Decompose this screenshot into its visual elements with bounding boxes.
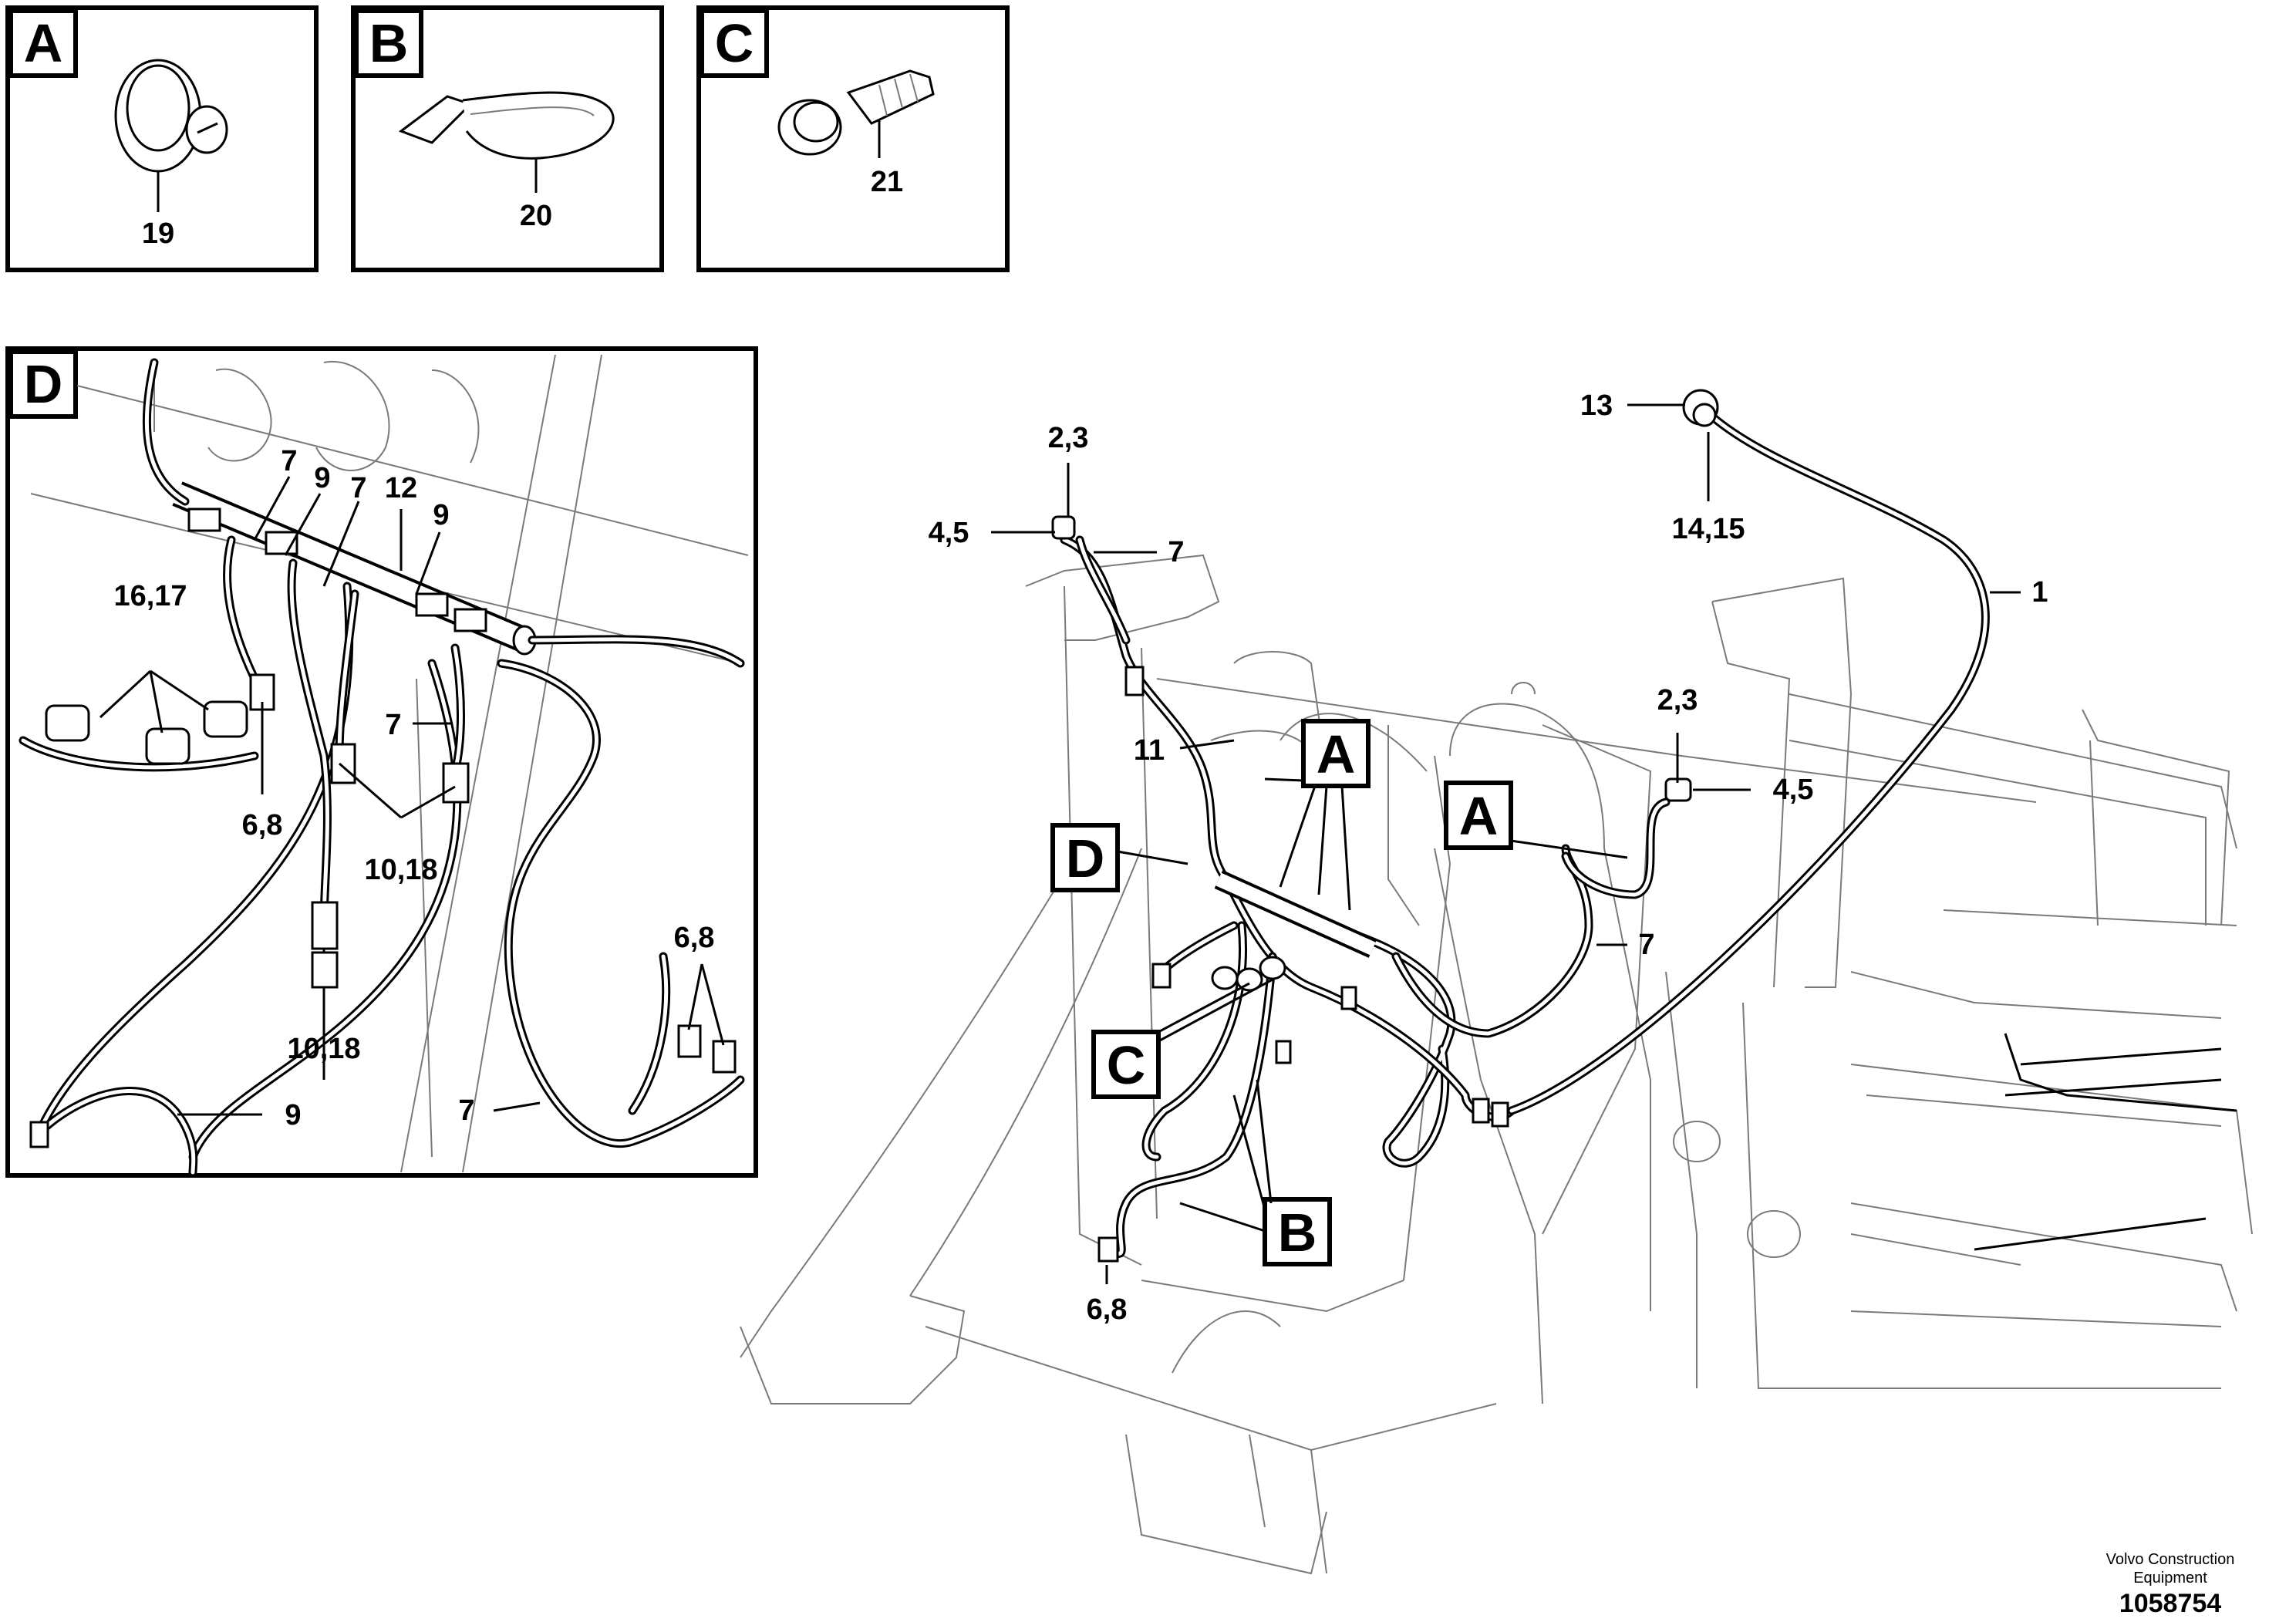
- part-label-21: 21: [871, 166, 903, 198]
- main-view-connectors: [1051, 389, 1719, 1263]
- callout-tag-b: B: [1179, 1079, 1332, 1266]
- label-1: 1: [2031, 576, 2048, 609]
- callout-tag-a-1: A: [1264, 719, 1371, 911]
- d-label-9b: 9: [433, 499, 449, 531]
- detail-box-a: A 19: [5, 5, 319, 272]
- callout-tag-a-2: A: [1444, 781, 1628, 859]
- drawing-number: 1058754: [2119, 1589, 2222, 1618]
- d-label-7c: 7: [385, 709, 401, 741]
- company-credit-line-1: Volvo Construction: [2106, 1551, 2235, 1568]
- main-view: A A D C B 2,3: [740, 389, 2253, 1575]
- d-label-12: 12: [385, 472, 417, 504]
- frame-background-outline: [30, 354, 749, 1173]
- label-6-8: 6,8: [1087, 1293, 1128, 1326]
- d-label-10-18a: 10,18: [364, 854, 437, 886]
- label-2-3-top: 2,3: [1048, 422, 1089, 454]
- flange-screw-icon: [777, 69, 935, 156]
- detail-box-c-letter: C: [715, 13, 754, 73]
- detail-box-a-letter: A: [24, 13, 63, 73]
- detail-box-b-letter: B: [369, 13, 409, 73]
- harness-conduit: [1214, 870, 1377, 958]
- d-label-9c: 9: [285, 1099, 301, 1131]
- d-label-7d: 7: [458, 1094, 474, 1127]
- detail-box-c: C 21: [696, 5, 1010, 272]
- label-13: 13: [1580, 389, 1613, 422]
- steps-and-rear-frame: [1665, 577, 2253, 1389]
- hose-clamp-icon: [114, 59, 228, 173]
- detail-box-d-letter: D: [24, 354, 63, 414]
- d-label-6-8b: 6,8: [674, 922, 715, 954]
- loader-front-frame: [740, 554, 2037, 1575]
- part-label-20: 20: [520, 200, 552, 232]
- part-label-19: 19: [142, 218, 174, 250]
- d-label-10-18b: 10,18: [287, 1033, 360, 1065]
- label-4-5-right: 4,5: [1773, 774, 1814, 806]
- d-label-6-8a: 6,8: [242, 809, 283, 841]
- callout-tag-b-letter: B: [1278, 1202, 1317, 1263]
- d-label-16-17: 16,17: [113, 580, 187, 612]
- d-label-7a: 7: [281, 445, 297, 477]
- sensor-connector: [29, 508, 737, 1148]
- label-14-15: 14,15: [1671, 513, 1745, 545]
- label-7-right: 7: [1638, 929, 1654, 961]
- company-credit-line-2: Equipment: [2133, 1570, 2207, 1587]
- callout-tag-d: D: [1050, 823, 1188, 892]
- label-2-3-right: 2,3: [1657, 684, 1698, 717]
- callout-tag-d-letter: D: [1066, 828, 1105, 889]
- detail-box-d: D: [5, 346, 758, 1178]
- callout-tag-c-letter: C: [1107, 1035, 1146, 1095]
- company-credit: Volvo Construction Equipment: [2089, 1550, 2251, 1587]
- d-label-9a: 9: [314, 462, 330, 494]
- label-7-top: 7: [1168, 536, 1184, 568]
- cable-tie-icon: [398, 91, 615, 160]
- label-11: 11: [1134, 734, 1165, 767]
- callout-tag-c: C: [1091, 978, 1273, 1099]
- label-4-5-top: 4,5: [929, 517, 969, 549]
- callout-tag-a-1-letter: A: [1317, 724, 1356, 784]
- d-label-7b: 7: [350, 472, 366, 504]
- callout-tag-a-2-letter: A: [1459, 786, 1499, 846]
- detail-box-b: B 20: [351, 5, 664, 272]
